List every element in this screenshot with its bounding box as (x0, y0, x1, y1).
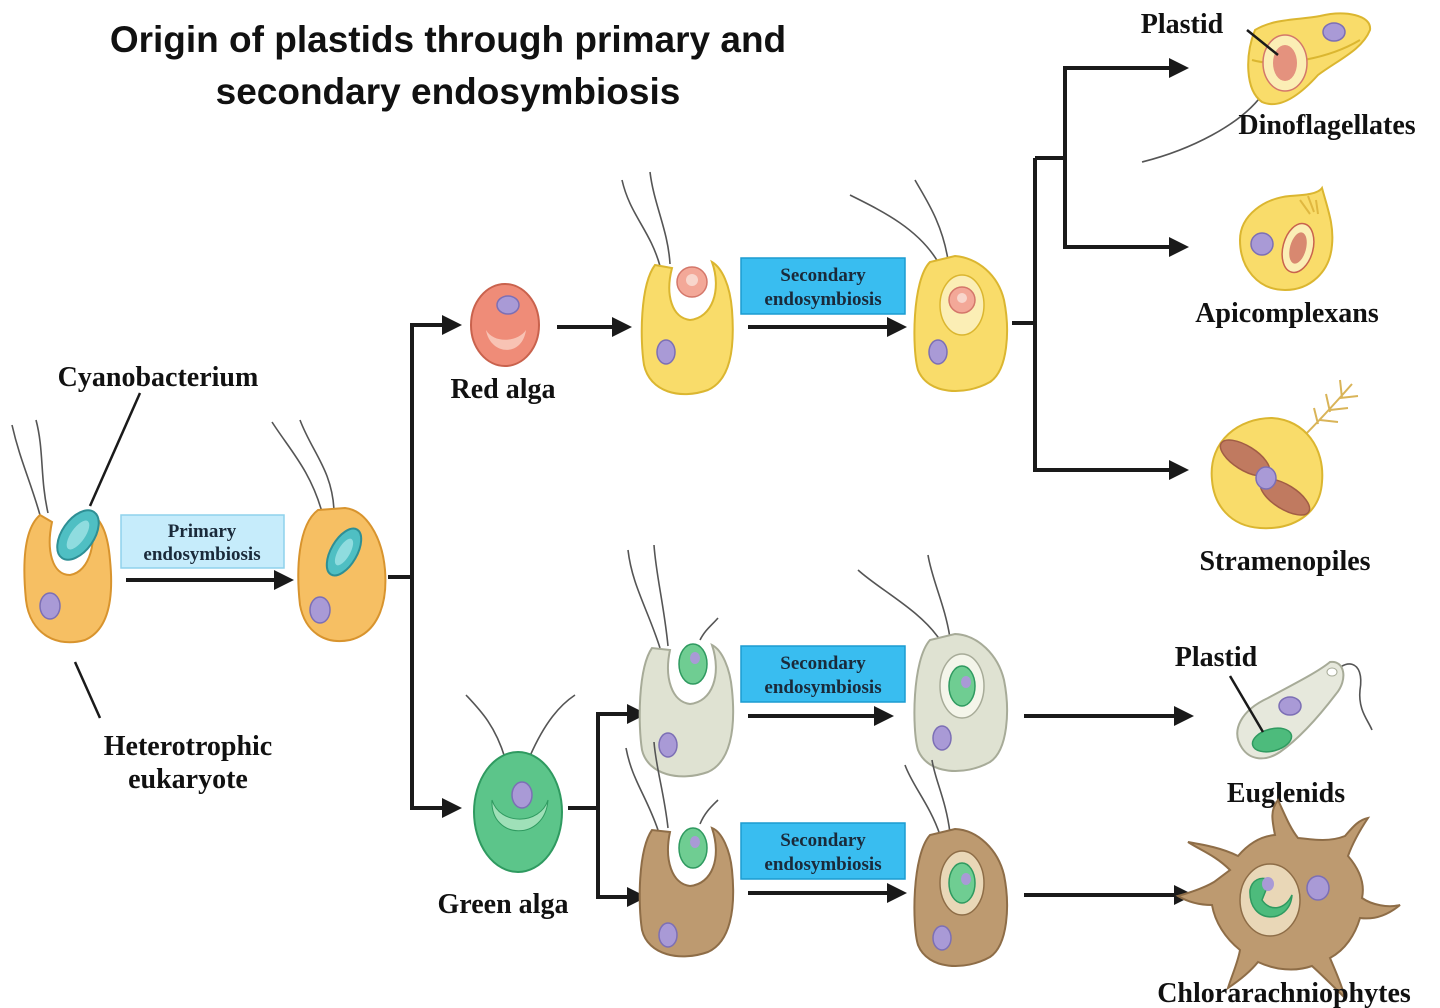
nucleus-icon (1322, 22, 1346, 42)
svg-text:endosymbiosis: endosymbiosis (764, 854, 881, 875)
heterotroph-leader (73, 661, 102, 719)
label-green-alga: Green alga (438, 889, 569, 920)
nucleus-icon (309, 596, 331, 624)
dinoflagellate-cell (1141, 12, 1372, 163)
label-red-alga: Red alga (451, 374, 556, 405)
svg-text:endosymbiosis: endosymbiosis (764, 289, 881, 310)
nucleus-icon (1278, 696, 1302, 716)
svg-text:endosymbiosis: endosymbiosis (764, 677, 881, 698)
label-plastid-euglenid: Plastid (1175, 642, 1258, 673)
nucleus-icon (1250, 232, 1274, 256)
apicomplexan-cell (1238, 185, 1334, 292)
diagram-title-line2: secondary endosymbiosis (216, 71, 681, 112)
nucleus-icon (39, 592, 61, 620)
diagram-title-line1: Origin of plastids through primary and (110, 19, 786, 60)
primary-endosymbiosis-box: Primary endosymbiosis (120, 514, 285, 569)
nucleus-icon (932, 725, 952, 751)
nucleus-icon (932, 925, 952, 951)
label-cyanobacterium: Cyanobacterium (58, 362, 259, 393)
branch-red-lineage (1012, 68, 1067, 470)
brown-lineage-cell (904, 759, 1009, 968)
label-eukaryote: eukaryote (128, 764, 248, 795)
secondary-endosymbiosis-box-green-2: Secondary endosymbiosis (740, 822, 906, 880)
branch-primary (388, 325, 414, 808)
host-cell-grey (627, 544, 735, 778)
red-lineage-cell (849, 179, 1009, 393)
green-alga-cell (465, 694, 576, 873)
svg-text:Secondary: Secondary (780, 265, 866, 286)
label-plastid-top: Plastid (1141, 9, 1224, 40)
secondary-endosymbiosis-box-green-1: Secondary endosymbiosis (740, 645, 906, 703)
plastid-euglenid-leader (1228, 675, 1265, 733)
label-dinoflagellates: Dinoflagellates (1238, 110, 1415, 141)
grey-lineage-cell (857, 554, 1009, 773)
plastid-top-leader (1246, 29, 1279, 56)
euglenid-cell (1236, 660, 1373, 760)
nucleus-icon (1255, 466, 1277, 490)
red-alga-cell (470, 283, 540, 367)
label-apicomplexans: Apicomplexans (1195, 298, 1379, 329)
svg-text:Primary: Primary (168, 521, 237, 542)
nucleus-icon (1306, 875, 1330, 901)
primary-algal-cell (271, 419, 387, 643)
label-heterotrophic: Heterotrophic (104, 731, 272, 762)
label-euglenids: Euglenids (1227, 778, 1345, 809)
svg-text:Secondary: Secondary (780, 653, 866, 674)
host-cell-brown (625, 741, 735, 958)
nucleus-icon (656, 339, 676, 365)
host-cell-red (621, 171, 734, 396)
chlorarachniophyte-cell (1175, 798, 1401, 1002)
cyanobacterium-cell (56, 509, 100, 561)
cyanobacterium-leader (88, 392, 142, 507)
secondary-endosymbiosis-box-red: Secondary endosymbiosis (740, 257, 906, 315)
svg-text:Secondary: Secondary (780, 830, 866, 851)
heterotrophic-eukaryote-cell (11, 419, 113, 644)
label-stramenopiles: Stramenopiles (1199, 546, 1370, 577)
nucleus-icon (511, 781, 533, 809)
label-chlorarachniophytes: Chlorarachniophytes (1157, 978, 1411, 1008)
nucleus-icon (496, 295, 520, 315)
nucleus-icon (928, 339, 948, 365)
nucleus-icon (658, 732, 678, 758)
stramenopile-cell (1210, 379, 1359, 530)
branch-green-alga (568, 714, 600, 897)
svg-text:endosymbiosis: endosymbiosis (143, 544, 260, 565)
nucleus-icon (658, 922, 678, 948)
